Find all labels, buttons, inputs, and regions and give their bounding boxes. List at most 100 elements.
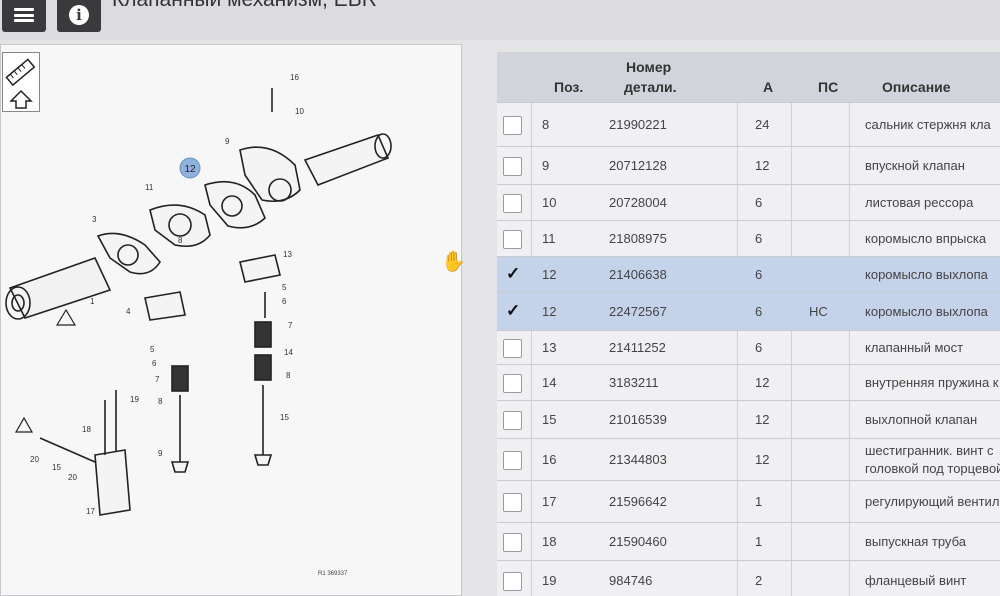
hand-cursor-icon: ✋ xyxy=(441,251,466,273)
cell-description: впускной клапан xyxy=(865,158,965,173)
svg-text:19: 19 xyxy=(130,395,139,404)
svg-text:6: 6 xyxy=(152,359,157,368)
cell-pos: 16 xyxy=(542,452,557,467)
svg-text:9: 9 xyxy=(225,137,230,146)
row-checkbox[interactable] xyxy=(503,194,522,213)
svg-text:15: 15 xyxy=(52,463,61,472)
cell-part-number: 21990221 xyxy=(609,117,667,132)
cell-part-number: 21344803 xyxy=(609,452,667,467)
svg-text:15: 15 xyxy=(280,413,289,422)
svg-text:9: 9 xyxy=(158,449,163,458)
cell-part-number: 20712128 xyxy=(609,158,667,173)
svg-text:5: 5 xyxy=(150,345,155,354)
cell-a: 6 xyxy=(755,304,763,319)
ruler-icon xyxy=(5,58,36,109)
svg-text:6: 6 xyxy=(282,297,287,306)
cell-a: 1 xyxy=(755,494,763,509)
cell-part-number: 21596642 xyxy=(609,494,667,509)
header-part-number-line1: Номер xyxy=(626,59,672,75)
cell-a: 12 xyxy=(755,375,770,390)
cell-a: 12 xyxy=(755,452,770,467)
cell-description: внутренняя пружина к xyxy=(865,375,999,390)
svg-text:8: 8 xyxy=(158,397,163,406)
column-divider xyxy=(531,102,532,596)
row-checkbox[interactable] xyxy=(503,374,522,393)
cell-description: шестигранник. винт с xyxy=(865,443,994,458)
cell-a: 1 xyxy=(755,534,763,549)
row-checkbox[interactable] xyxy=(503,533,522,552)
column-divider xyxy=(849,102,850,596)
cell-a: 12 xyxy=(755,412,770,427)
cell-pos: 18 xyxy=(542,534,557,549)
row-checkbox[interactable]: ✓ xyxy=(503,301,522,322)
cell-description: выпускная труба xyxy=(865,534,966,549)
cell-pos: 12 xyxy=(542,267,557,282)
table-header: Поз. Номер детали. A ПС Описание xyxy=(497,52,1000,102)
row-checkbox[interactable] xyxy=(503,451,522,470)
page-title: Клапанный механизм, EBR xyxy=(112,0,377,12)
row-checkbox[interactable] xyxy=(503,230,522,249)
menu-button[interactable] xyxy=(2,0,46,32)
header-a: A xyxy=(763,79,774,95)
cell-a: 24 xyxy=(755,117,770,132)
cell-part-number: 21406638 xyxy=(609,267,667,282)
svg-text:4: 4 xyxy=(126,307,131,316)
header-pos: Поз. xyxy=(554,79,584,95)
zoom-tool[interactable] xyxy=(2,52,40,112)
column-divider xyxy=(737,102,738,596)
info-icon: i xyxy=(69,5,89,25)
cell-description: коромысло впрыска xyxy=(865,231,987,246)
svg-text:14: 14 xyxy=(284,348,293,357)
row-checkbox[interactable] xyxy=(503,116,522,135)
svg-text:13: 13 xyxy=(283,250,292,259)
row-checkbox[interactable] xyxy=(503,572,522,591)
info-button[interactable]: i xyxy=(57,0,101,32)
cell-description: листовая рессора xyxy=(865,195,974,210)
row-checkbox[interactable] xyxy=(503,411,522,430)
cell-part-number: 20728004 xyxy=(609,195,667,210)
svg-text:8: 8 xyxy=(178,236,183,245)
cell-pos: 11 xyxy=(542,231,556,246)
row-checkbox[interactable] xyxy=(503,339,522,358)
hamburger-icon xyxy=(14,8,34,22)
svg-text:1: 1 xyxy=(90,297,95,306)
svg-text:20: 20 xyxy=(68,473,77,482)
header-description: Описание xyxy=(882,79,951,95)
row-checkbox[interactable] xyxy=(503,157,522,176)
cell-a: 2 xyxy=(755,573,763,588)
cell-description: регулирующий вентиль xyxy=(865,494,1000,509)
cell-a: 6 xyxy=(755,267,763,282)
cell-pos: 12 xyxy=(542,304,557,319)
exploded-parts-drawing: 12 16 10 9 11 3 8 13 4 5 6 7 14 1 8 15 5… xyxy=(5,73,392,516)
checkmark-icon: ✓ xyxy=(506,264,521,283)
cell-description: клапанный мост xyxy=(865,340,964,355)
diagram-panel xyxy=(0,44,462,596)
cell-part-number: 21411252 xyxy=(609,340,666,355)
checkmark-icon: ✓ xyxy=(506,301,521,320)
row-checkbox[interactable]: ✓ xyxy=(503,264,522,285)
cell-part-number: 22472567 xyxy=(609,304,667,319)
svg-text:12: 12 xyxy=(184,164,196,175)
row-checkbox[interactable] xyxy=(503,493,522,512)
cell-part-number: 21016539 xyxy=(609,412,667,427)
drawing-reference: R1 369337 xyxy=(318,571,348,577)
svg-text:10: 10 xyxy=(295,107,304,116)
svg-text:18: 18 xyxy=(82,425,91,434)
svg-text:7: 7 xyxy=(155,375,160,384)
cell-pos: 8 xyxy=(542,117,550,132)
svg-text:5: 5 xyxy=(282,283,287,292)
header-part-number-line2: детали. xyxy=(624,79,677,95)
